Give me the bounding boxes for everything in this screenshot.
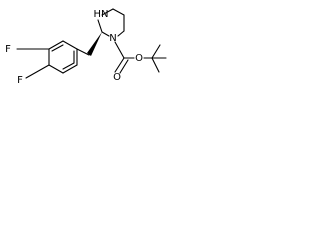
bond-tert-methyl-3	[151, 57, 160, 73]
bond-carbonyl-oxygen-2	[119, 59, 129, 74]
chemical-structure-diagram: HN N O O F F	[5, 8, 167, 86]
bond-c2-nh	[97, 19, 103, 33]
aryl-bond-5	[62, 64, 78, 74]
bond-n1-carbonyl	[114, 41, 125, 59]
benzyl-linker	[76, 32, 102, 56]
atom-label-hn: HN	[94, 9, 109, 20]
aryl-bond-1	[62, 40, 78, 50]
bond-tert-methyl-1	[151, 44, 161, 59]
aryl-double-1	[51, 44, 64, 52]
bond-nh-c	[101, 8, 114, 16]
bond-carbonyl-oxygen	[114, 57, 125, 73]
boc-group	[114, 41, 167, 74]
aryl-bond-2	[48, 40, 64, 50]
bond-n1-c2	[101, 31, 110, 37]
bond-c-n1	[117, 30, 125, 37]
difluorophenyl-ring	[16, 40, 78, 79]
piperazine-ring	[97, 8, 125, 37]
atom-label-f-bottom: F	[17, 75, 23, 86]
bond-c-c-top	[112, 8, 125, 16]
atom-label-f-top: F	[5, 44, 11, 55]
atom-label-n1: N	[109, 33, 116, 44]
atom-label-o-ester: O	[135, 53, 143, 64]
bond-c-f-bottom	[25, 64, 50, 79]
aryl-double-2	[62, 62, 75, 70]
stereo-wedge-bond	[87, 32, 102, 56]
atom-label-o-carbonyl: O	[113, 72, 121, 83]
aryl-bond-4	[48, 64, 64, 74]
bond-ch2-ring	[76, 48, 90, 56]
